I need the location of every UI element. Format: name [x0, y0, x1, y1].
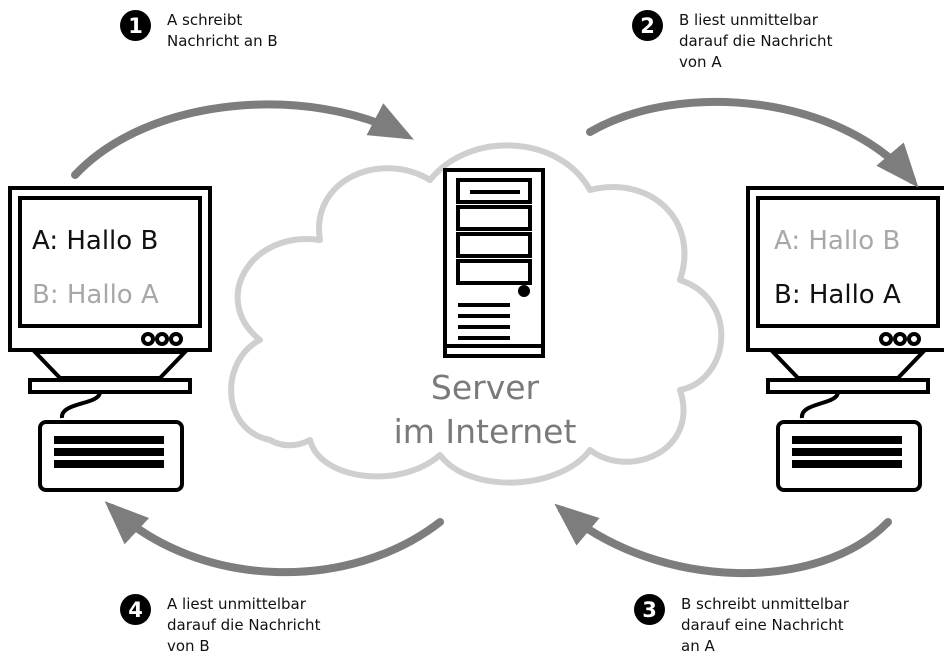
- arrow-server-to-b: [586, 97, 919, 188]
- left-screen-message-a: A: Hallo B: [32, 226, 159, 256]
- left-keyboard-keys: [54, 436, 164, 468]
- server-label-line-1: Server: [430, 368, 540, 407]
- step-1-badge: 1: [120, 10, 151, 41]
- step-2: 2 B liest unmittelbar darauf die Nachric…: [632, 10, 832, 73]
- step-2-text: B liest unmittelbar darauf die Nachricht…: [679, 11, 833, 71]
- server-power-dot: [518, 285, 530, 297]
- right-screen-message-a: A: Hallo B: [774, 226, 901, 256]
- step-4-text: A liest unmittelbar darauf die Nachricht…: [167, 595, 321, 655]
- step-4-badge: 4: [120, 594, 151, 625]
- left-screen-message-b: B: Hallo A: [32, 280, 159, 310]
- right-keyboard-keys: [792, 436, 902, 468]
- step-3: 3 B schreibt unmittelbar darauf eine Nac…: [634, 594, 849, 657]
- arrow-b-to-server: [554, 503, 892, 577]
- step-2-badge: 2: [632, 10, 663, 41]
- left-computer-icon: [8, 186, 212, 492]
- step-4: 4 A liest unmittelbar darauf die Nachric…: [120, 594, 320, 657]
- step-1-text: A schreibt Nachricht an B: [167, 11, 278, 50]
- step-1: 1 A schreibt Nachricht an B: [120, 10, 278, 52]
- server-label-line-2: im Internet: [393, 412, 577, 451]
- server-icon: [443, 168, 545, 358]
- right-screen-message-b: B: Hallo A: [774, 280, 901, 310]
- internet-cloud: [228, 142, 725, 486]
- arrow-server-to-a: [104, 501, 444, 577]
- step-3-text: B schreibt unmittelbar darauf eine Nachr…: [681, 595, 849, 655]
- step-3-badge: 3: [634, 594, 665, 625]
- arrow-a-to-server: [71, 100, 414, 179]
